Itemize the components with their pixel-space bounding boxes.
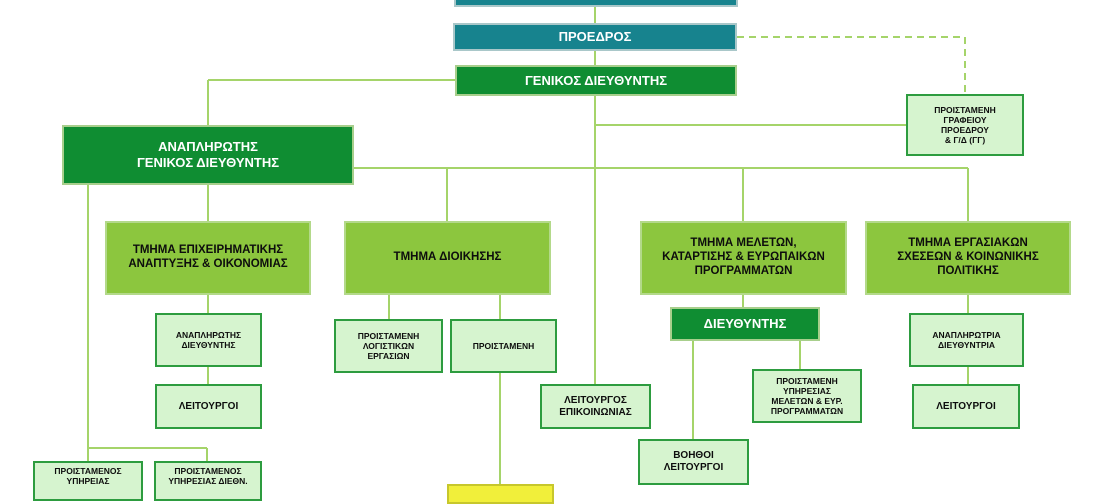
deputy-director-box: ΑΝΑΠΛΗΡΩΤΗΣ ΔΙΕΥΘΥΝΤΗΣ [155,313,262,367]
connector-lines [87,0,969,485]
dept-business-box: ΤΜΗΜΑ ΕΠΙΧΕΙΡΗΜΑΤΙΚΗΣ ΑΝΑΠΤΥΞΗΣ & ΟΙΚΟΝΟ… [105,221,311,295]
president-office-box: ΠΡΟΙΣΤΑΜΕΝΗ ΓΡΑΦΕΙΟΥ ΠΡΟΕΔΡΟΥ & Γ/Δ (ΓΓ) [906,94,1024,156]
head-intl-service-box: ΠΡΟΙΣΤΑΜΕΝΟΣ ΥΠΗΡΕΣΙΑΣ ΔΙΕΘΝ. [154,461,262,501]
general-director-box: ΓΕΝΙΚΟΣ ΔΙΕΥΘΥΝΤΗΣ [455,65,737,96]
president-box: ΠΡΟΕΔΡΟΣ [453,23,737,51]
dept-admin-box: ΤΜΗΜΑ ΔΙΟΙΚΗΣΗΣ [344,221,551,295]
head-admin-box: ΠΡΟΙΣΤΑΜΕΝΗ [450,319,557,373]
assistant-officers-box: ΒΟΗΘΟΙ ΛΕΙΤΟΥΡΓΟΙ [638,439,749,485]
director-studies-box: ΔΙΕΥΘΥΝΤΗΣ [670,307,820,341]
officers-labour-box: ΛΕΙΤΟΥΡΓΟΙ [912,384,1020,429]
dept-studies-box: ΤΜΗΜΑ ΜΕΛΕΤΩΝ, ΚΑΤΑΡΤΙΣΗΣ & ΕΥΡΩΠΑΙΚΩΝ Π… [640,221,847,295]
head-accounting-box: ΠΡΟΙΣΤΑΜΕΝΗ ΛΟΓΙΣΤΙΚΩΝ ΕΡΓΑΣΙΩΝ [334,319,443,373]
head-service-box: ΠΡΟΙΣΤΑΜΕΝΟΣ ΥΠΗΡΕΙΑΣ [33,461,143,501]
dept-labour-box: ΤΜΗΜΑ ΕΡΓΑΣΙΑΚΩΝ ΣΧΕΣΕΩΝ & ΚΟΙΝΩΝΙΚΗΣ ΠΟ… [865,221,1071,295]
cutoff-yellow-box [447,484,554,504]
deputy-general-director-box: ΑΝΑΠΛΗΡΩΤΗΣ ΓΕΝΙΚΟΣ ΔΙΕΥΘΥΝΤΗΣ [62,125,354,185]
head-eu-programs-box: ΠΡΟΙΣΤΑΜΕΝΗ ΥΠΗΡΕΣΙΑΣ ΜΕΛΕΤΩΝ & ΕΥΡ. ΠΡΟ… [752,369,862,423]
deputy-director-f-box: ΑΝΑΠΛΗΡΩΤΡΙΑ ΔΙΕΥΘΥΝΤΡΙΑ [909,313,1024,367]
comms-officer-box: ΛΕΙΤΟΥΡΓΟΣ ΕΠΙΚΟΙΝΩΝΙΑΣ [540,384,651,429]
top-box [454,0,738,7]
officers-business-box: ΛΕΙΤΟΥΡΓΟΙ [155,384,262,429]
org-chart: ΠΡΟΕΔΡΟΣ ΓΕΝΙΚΟΣ ΔΙΕΥΘΥΝΤΗΣ ΠΡΟΙΣΤΑΜΕΝΗ … [33,0,1071,504]
